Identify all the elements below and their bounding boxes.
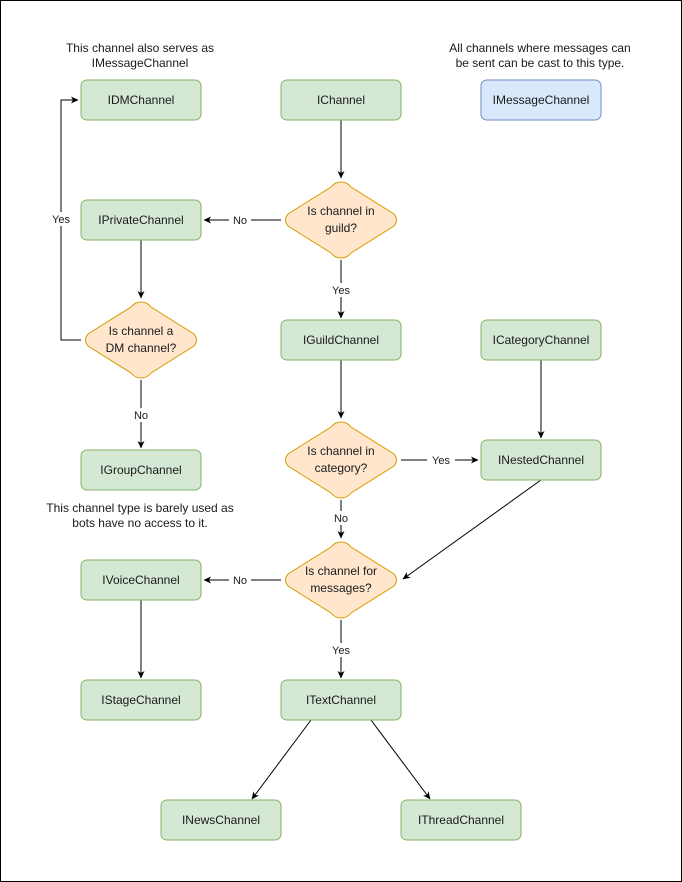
node-label: INewsChannel: [182, 813, 260, 827]
decisions: Is channel in guild? Is channel a DM cha…: [85, 181, 397, 619]
node-label: ITextChannel: [306, 693, 376, 707]
node-istagechannel[interactable]: IStageChannel: [80, 679, 202, 721]
edge-label-yes: Yes: [332, 285, 350, 297]
decision-line-2: DM channel?: [106, 341, 177, 355]
edge-label-no: No: [334, 513, 348, 525]
note-line-2: IMessageChannel: [92, 56, 189, 70]
note-line-2: be sent can be cast to this type.: [456, 56, 625, 70]
nodes: IDMChannel IChannel IMessageChannel IPri…: [80, 79, 602, 841]
node-label: IThreadChannel: [418, 813, 504, 827]
edge-labels: No Yes Yes No Yes No No Yes: [48, 212, 455, 657]
node-imessagechannel[interactable]: IMessageChannel: [480, 79, 602, 121]
node-label: ICategoryChannel: [493, 333, 590, 347]
decision-in-category[interactable]: Is channel in category?: [285, 421, 397, 499]
node-label: IStageChannel: [101, 693, 180, 707]
node-label: IVoiceChannel: [102, 573, 179, 587]
decision-line-2: guild?: [325, 221, 357, 235]
decision-line-1: Is channel for: [305, 564, 377, 578]
node-label: INestedChannel: [498, 453, 584, 467]
note-group-channel: This channel type is barely used as bots…: [46, 501, 233, 530]
decision-line-1: Is channel in: [307, 444, 374, 458]
edge-label-yes: Yes: [332, 645, 350, 657]
note-line-2: bots have no access to it.: [72, 516, 207, 530]
decision-line-1: Is channel in: [307, 204, 374, 218]
decision-in-guild[interactable]: Is channel in guild?: [285, 181, 397, 259]
edge-label-no: No: [134, 410, 148, 422]
node-ithreadchannel[interactable]: IThreadChannel: [400, 799, 522, 841]
node-label: IDMChannel: [108, 93, 175, 107]
node-idmchannel[interactable]: IDMChannel: [80, 79, 202, 121]
edge-label-no: No: [233, 215, 247, 227]
node-label: IPrivateChannel: [98, 213, 183, 227]
edges: [60, 96, 545, 800]
note-line-1: This channel type is barely used as: [46, 501, 233, 515]
decision-line-2: category?: [315, 461, 368, 475]
node-icategorychannel[interactable]: ICategoryChannel: [480, 319, 602, 361]
edge-inestedchannel-to-for-messages: [402, 479, 542, 580]
node-igroupchannel[interactable]: IGroupChannel: [80, 449, 202, 491]
node-iguildchannel[interactable]: IGuildChannel: [280, 319, 402, 361]
node-ichannel[interactable]: IChannel: [280, 79, 402, 121]
node-label: IChannel: [317, 93, 365, 107]
node-inewschannel[interactable]: INewsChannel: [160, 799, 282, 841]
decision-line-1: Is channel a: [109, 324, 174, 338]
node-inestedchannel[interactable]: INestedChannel: [480, 439, 602, 481]
decision-for-messages[interactable]: Is channel for messages?: [285, 541, 397, 619]
node-label: IMessageChannel: [493, 93, 590, 107]
node-itextchannel[interactable]: ITextChannel: [280, 679, 402, 721]
note-line-1: All channels where messages can: [449, 41, 630, 55]
note-dm-channel: This channel also serves as IMessageChan…: [66, 41, 214, 70]
decision-line-2: messages?: [310, 581, 372, 595]
note-line-1: This channel also serves as: [66, 41, 214, 55]
edge-label-yes: Yes: [52, 214, 70, 226]
edge-label-yes: Yes: [432, 455, 450, 467]
node-iprivatechannel[interactable]: IPrivateChannel: [80, 199, 202, 241]
edge-label-no: No: [233, 575, 247, 587]
notes: This channel also serves as IMessageChan…: [46, 41, 630, 530]
node-label: IGroupChannel: [100, 463, 181, 477]
edge-itextchannel-to-ithreadchannel: [370, 719, 431, 800]
decision-is-dm[interactable]: Is channel a DM channel?: [85, 301, 197, 379]
edge-itextchannel-to-inewschannel: [251, 719, 312, 800]
note-message-channel: All channels where messages can be sent …: [449, 41, 630, 70]
node-label: IGuildChannel: [303, 333, 379, 347]
node-ivoicechannel[interactable]: IVoiceChannel: [80, 559, 202, 601]
